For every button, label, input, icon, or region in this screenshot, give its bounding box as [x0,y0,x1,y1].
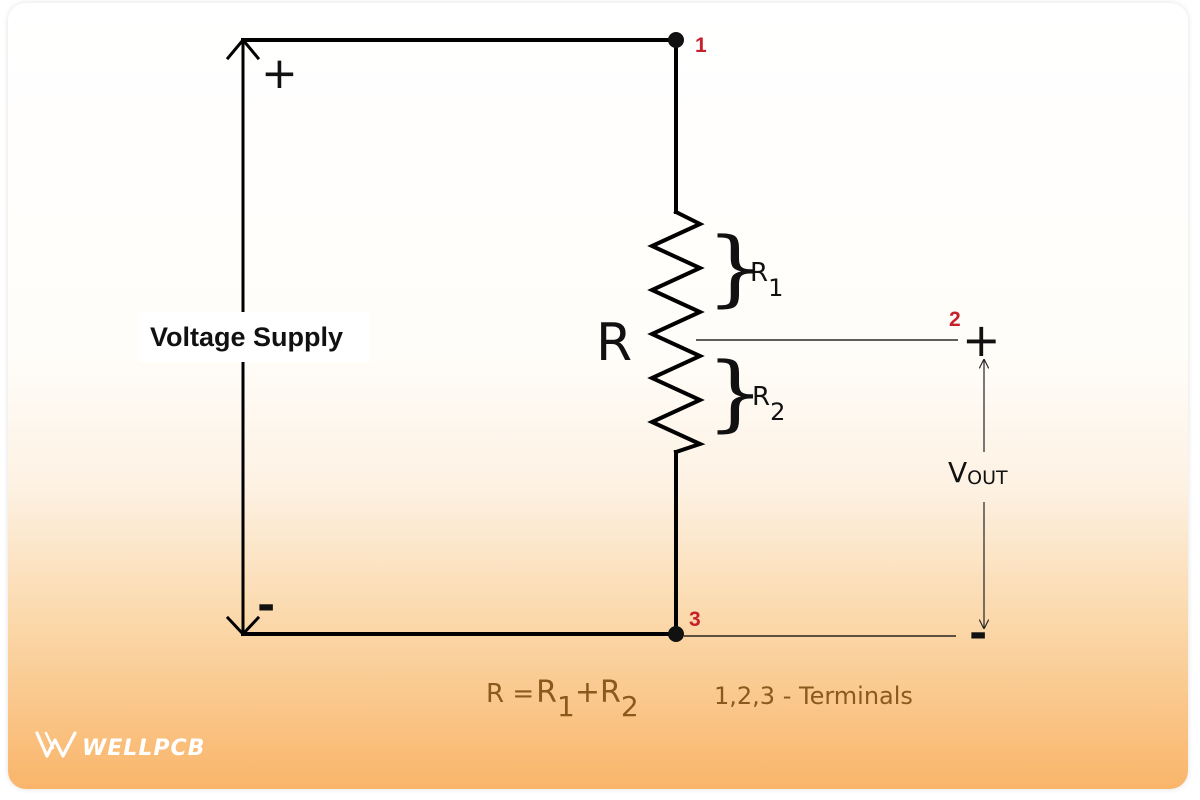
diagram-card [8,3,1188,789]
terminal-2-label: 2 [949,308,961,331]
terminals-note: 1,2,3 - Terminals [714,682,913,710]
resistor-zigzag [647,209,706,455]
r1-brace: } [706,219,765,315]
formula: R =R1+R2 [486,675,639,723]
r1-label: R1 [750,258,783,302]
resistor-label: R [596,313,632,373]
wellpcb-logo-icon [35,731,77,758]
terminal-1-label: 1 [695,34,707,57]
terminal-3-dot [668,626,684,642]
r2-label: R2 [752,382,785,426]
supply-minus-sign: - [257,580,275,631]
r2-brace: } [706,345,765,441]
voltage-supply-label: Voltage Supply [150,322,343,352]
supply-label-bg [140,312,370,362]
terminal-3-label: 3 [689,608,701,631]
terminal-1-dot [668,32,684,48]
supply-arrow-head-bottom [225,615,261,637]
vout-label: VOUT [948,456,1008,489]
supply-arrow-head-top [225,37,261,61]
vout-plus-sign: + [962,313,1001,367]
brand-name: WELLPCB [82,736,205,761]
supply-plus-sign: + [261,48,298,99]
